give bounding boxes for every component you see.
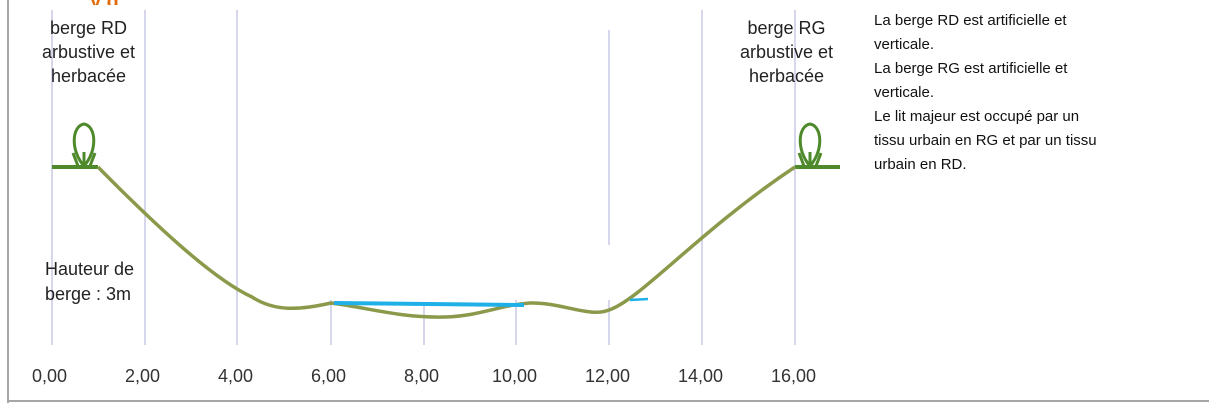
- left-bank-line-3: herbacée: [51, 66, 127, 86]
- tick-label-8: 8,00: [404, 366, 439, 386]
- gridlines: [51, 10, 796, 345]
- bank-height-line-2: berge : 3m: [45, 284, 132, 304]
- description-line-2: verticale.: [874, 36, 935, 53]
- x-axis-labels: 0,00 2,00 4,00 6,00 8,00 10,00 12,00 14,…: [32, 366, 816, 386]
- description-line-4: verticale.: [874, 84, 935, 101]
- right-shrub-icon: [797, 122, 823, 169]
- description-line-3: La berge RG est artificielle et: [874, 60, 1068, 77]
- description-line-7: urbain en RD.: [874, 156, 967, 173]
- cropped-title: y g: [90, 0, 119, 5]
- left-bank-label: berge RD arbustive et herbacée: [42, 16, 135, 88]
- tick-label-10: 10,00: [492, 366, 537, 386]
- right-bank-label: berge RG arbustive et herbacée: [740, 16, 833, 88]
- left-shrub-icon: [71, 122, 97, 169]
- frame-left-border: [7, 0, 9, 403]
- water-surface: [333, 301, 525, 307]
- right-bank-line-2: arbustive et: [740, 42, 834, 62]
- description-text: La berge RD est artificielle et vertical…: [874, 9, 1194, 177]
- water-mark-right: [629, 297, 649, 302]
- tick-label-12: 12,00: [585, 366, 630, 386]
- tick-label-4: 4,00: [218, 366, 253, 386]
- description-line-5: Le lit majeur est occupé par un: [874, 108, 1080, 125]
- tick-label-2: 2,00: [125, 366, 160, 386]
- description-line-1: La berge RD est artificielle et: [874, 12, 1067, 29]
- channel-profile: [96, 165, 796, 319]
- cross-section-diagram: 0,00 2,00 4,00 6,00 8,00 10,00 12,00 14,…: [32, 10, 840, 386]
- bank-height-line-1: Hauteur de: [45, 259, 135, 279]
- description-line-6: tissu urbain en RG et par un tissu: [874, 132, 1097, 149]
- tick-label-6: 6,00: [311, 366, 346, 386]
- left-bank-line-2: arbustive et: [42, 42, 136, 62]
- tick-label-16: 16,00: [771, 366, 816, 386]
- frame-bottom-border: [7, 400, 1209, 402]
- right-bank-line-3: herbacée: [749, 66, 825, 86]
- tick-label-14: 14,00: [678, 366, 723, 386]
- left-bank-line-1: berge RD: [50, 18, 128, 38]
- bank-height-label: Hauteur de berge : 3m: [45, 257, 134, 307]
- right-bank-line-1: berge RG: [747, 18, 826, 38]
- tick-label-0: 0,00: [32, 366, 67, 386]
